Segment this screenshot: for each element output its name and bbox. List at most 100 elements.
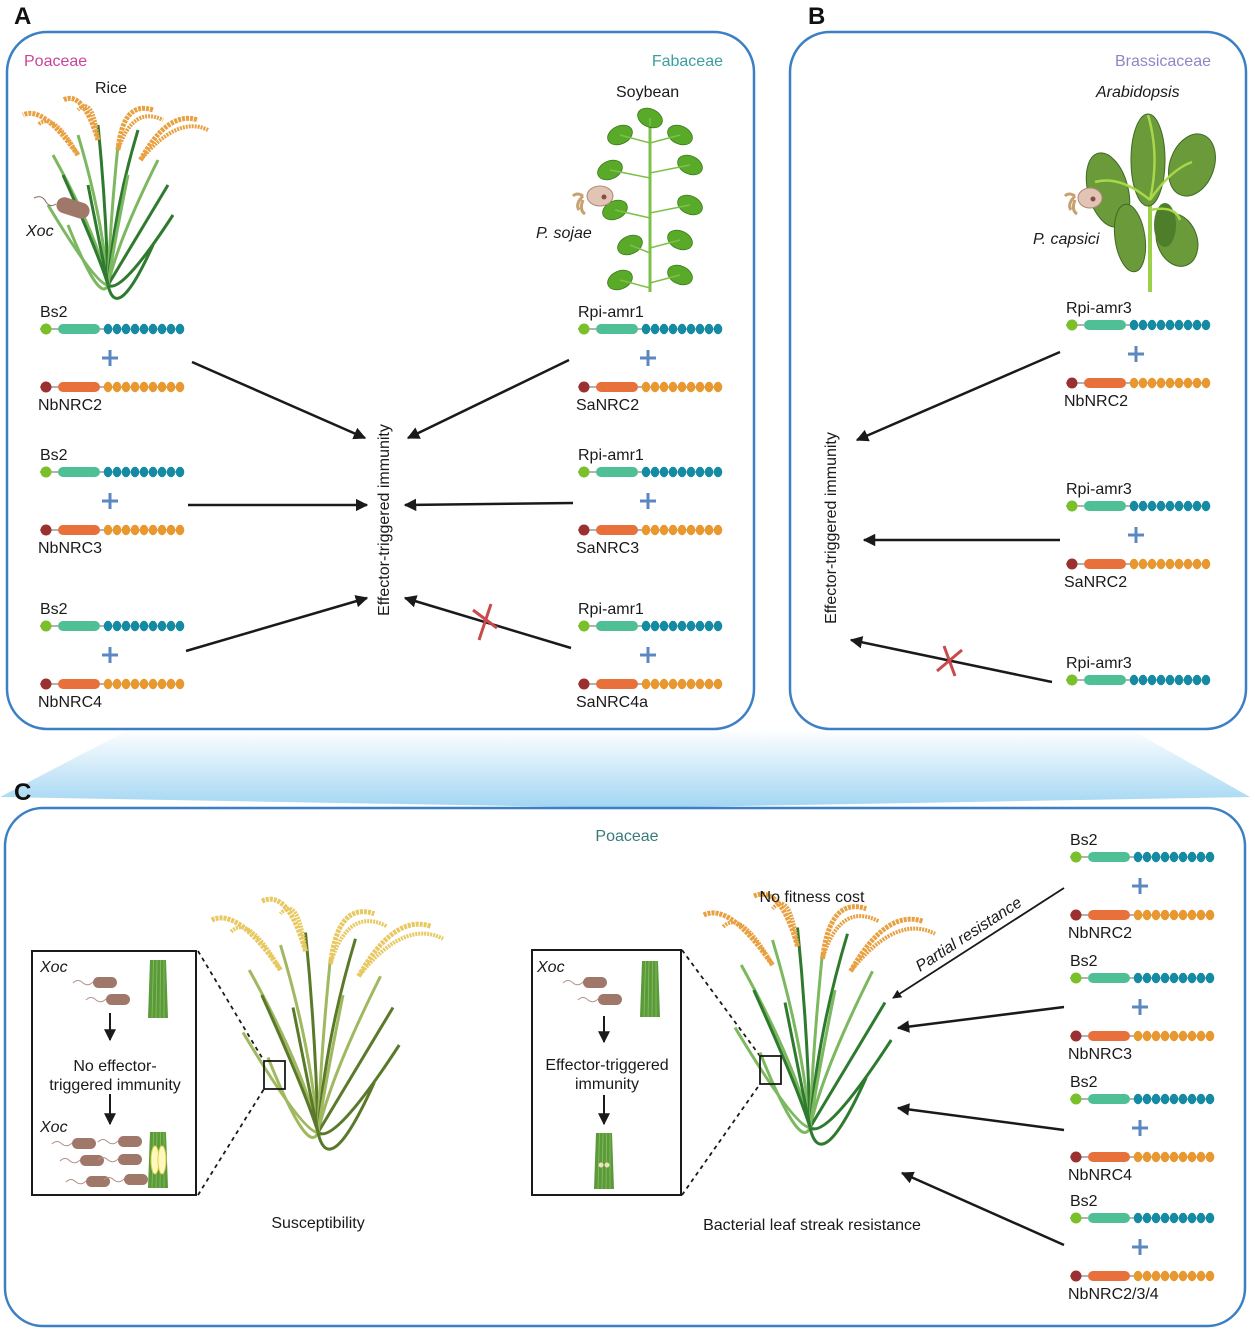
sensor-protein-icon [1066,319,1211,331]
sensor-protein-icon [1070,972,1215,984]
plus-icon [640,350,656,366]
sensor-protein-icon [40,323,185,335]
plus-icon [1132,1120,1148,1136]
arrow-bs2-nbnrc4-to-eti [185,595,369,653]
sensor-label: Bs2 [40,447,68,464]
arrow-rpiamr3-alone-to-eti [849,636,1053,684]
xoc-bacterium-icon [33,196,90,219]
helper-label: NbNRC2 [1068,925,1132,942]
inset-pathogen-label: Xoc [39,1119,68,1136]
sensor-label: Rpi-amr3 [1066,300,1132,317]
helper-protein-icon [40,524,185,536]
helper-protein-icon [578,524,723,536]
arrow-nbnrc234-resistance [900,1171,1065,1247]
inset-step-text-1: Effector-triggered [545,1057,668,1074]
xoc-bacterium-icon [577,994,622,1005]
xoc-bacterium-icon [97,1154,142,1165]
xoc-bacterium-icon [65,1176,110,1187]
helper-protein-icon [578,381,723,393]
rice-plant-illustration [21,96,209,300]
sensor-label: Rpi-amr1 [578,447,644,464]
family-label-poaceae: Poaceae [24,53,87,70]
zoom-dash-line [681,1083,761,1196]
helper-label: NbNRC2/3/4 [1068,1286,1159,1303]
family-label-poaceae-c: Poaceae [595,828,658,845]
p-capsici-oomycete-icon [1063,187,1103,216]
helper-label: NbNRC3 [1068,1046,1132,1063]
helper-protein-icon [40,678,185,690]
helper-protein-icon [40,381,185,393]
helper-label: NbNRC4 [1068,1167,1132,1184]
arrow-rpiamr3-nbnrc2-to-eti [855,350,1061,442]
sensor-label: Bs2 [1070,953,1098,970]
sensor-label: Bs2 [40,304,68,321]
soybean-plant-illustration [597,107,703,292]
sensor-label: Rpi-amr3 [1066,481,1132,498]
helper-protein-icon [1066,377,1211,389]
inset-resistant: Xoc Effector-triggered immunity [531,949,682,1196]
pathogen-label-xoc: Xoc [25,223,54,240]
sensor-protein-icon [1066,674,1211,686]
plus-icon [1128,527,1144,543]
xoc-bacterium-icon [85,994,130,1005]
sensor-protein-icon [578,620,723,632]
helper-label: SaNRC2 [1064,574,1127,591]
helper-label: NbNRC2 [38,397,102,414]
xoc-bacterium-icon [562,977,607,988]
sensor-label: Rpi-amr3 [1066,655,1132,672]
helper-protein-icon [1070,1030,1215,1042]
helper-label: NbNRC4 [38,694,102,711]
panel-b-box [788,30,1248,731]
caption-susceptibility: Susceptibility [271,1215,364,1232]
panel-a: A Poaceae Rice Fabaceae Soybean Xoc P. s… [5,3,756,731]
etI-label-a: Effector-triggered immunity [376,424,393,616]
panel-c: C Poaceae Xoc No effector- triggered imm… [3,779,1247,1328]
sensor-label: Rpi-amr1 [578,304,644,321]
arrow-rpiamr1-sanrc3-to-eti [403,498,574,512]
helper-label: SaNRC2 [576,397,639,414]
inset-step-text-1: No effector- [73,1058,156,1075]
plus-icon [102,647,118,663]
zoom-dash-line [197,1088,265,1196]
sensor-label: Bs2 [1070,1074,1098,1091]
panel-letter-c: C [14,779,31,806]
leaf-segment-icon [594,1132,614,1190]
helper-protein-icon [1066,558,1211,570]
sensor-label: Bs2 [1070,832,1098,849]
pathogen-label-p-capsici: P. capsici [1033,231,1100,248]
sensor-protein-icon [40,466,185,478]
sensor-protein-icon [40,620,185,632]
arrow-nbnrc4-resistance [896,1103,1065,1132]
helper-label: NbNRC2 [1064,393,1128,410]
panel-letter-b: B [808,3,825,30]
xoc-bacterium-icon [51,1138,96,1149]
xoc-bacterium-icon [103,1174,148,1185]
arabidopsis-plant-illustration [1085,113,1216,292]
label-partial-resistance: Partial resistance [913,894,1025,975]
helper-label: SaNRC3 [576,540,639,557]
leaf-segment-icon [148,959,168,1019]
inset-susceptible: Xoc No effector- triggered immunity Xoc [31,950,197,1196]
caption-bls-resistance: Bacterial leaf streak resistance [703,1217,921,1234]
pathogen-label-p-sojae: P. sojae [536,225,592,242]
sensor-protein-icon [578,466,723,478]
family-label-brassicaceae: Brassicaceae [1115,53,1211,70]
sensor-protein-icon [578,323,723,335]
block-x-icon [936,645,963,677]
arrow-nbnrc3-resistance [896,1005,1065,1033]
arrow-rpiamr1-sanrc2-to-eti [406,358,570,440]
panel-b: B Brassicaceae Arabidopsis P. capsici Ef… [788,3,1248,731]
arrow-partial-resistance [892,887,1065,999]
zoom-region-marker [759,1055,782,1085]
